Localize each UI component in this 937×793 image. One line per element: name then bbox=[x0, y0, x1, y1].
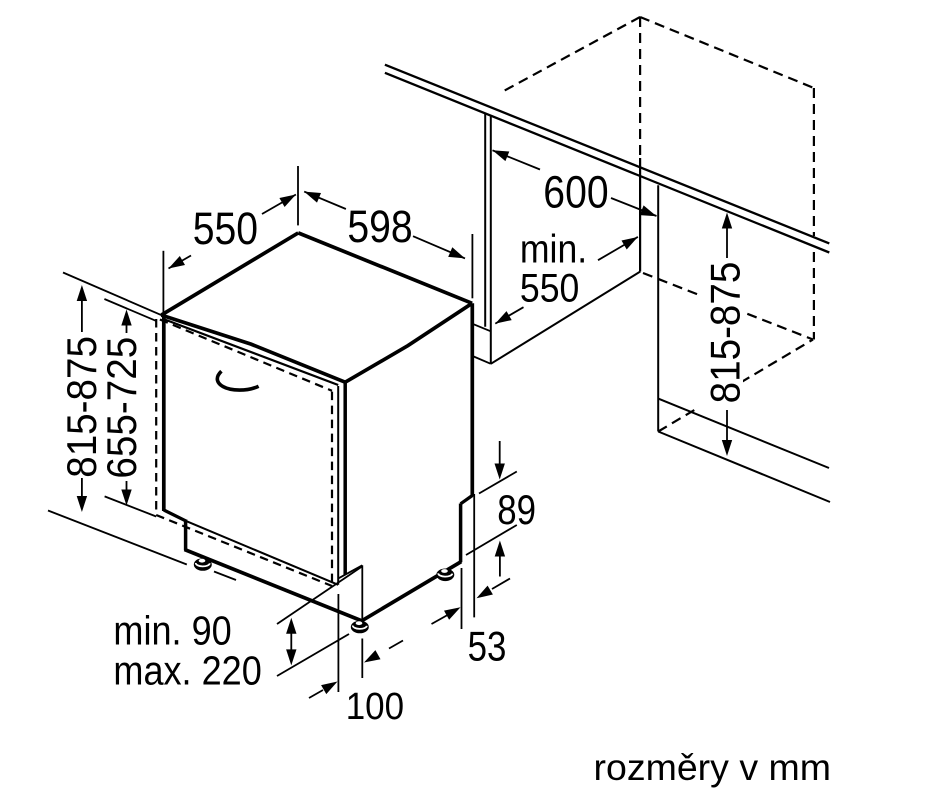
svg-text:550: 550 bbox=[520, 267, 579, 311]
svg-text:600: 600 bbox=[543, 167, 608, 217]
svg-text:53: 53 bbox=[468, 624, 507, 671]
svg-text:655-725: 655-725 bbox=[98, 337, 146, 479]
svg-text:815-875: 815-875 bbox=[701, 262, 749, 404]
svg-text:815-875: 815-875 bbox=[57, 336, 105, 478]
svg-text:rozměry v mm: rozměry v mm bbox=[594, 746, 832, 788]
svg-text:min. 90: min. 90 bbox=[113, 608, 231, 654]
svg-text:89: 89 bbox=[497, 487, 536, 534]
svg-text:min.: min. bbox=[520, 227, 587, 271]
svg-text:598: 598 bbox=[347, 201, 412, 251]
svg-text:100: 100 bbox=[346, 685, 404, 728]
svg-text:550: 550 bbox=[193, 203, 258, 253]
svg-text:max. 220: max. 220 bbox=[113, 648, 261, 694]
